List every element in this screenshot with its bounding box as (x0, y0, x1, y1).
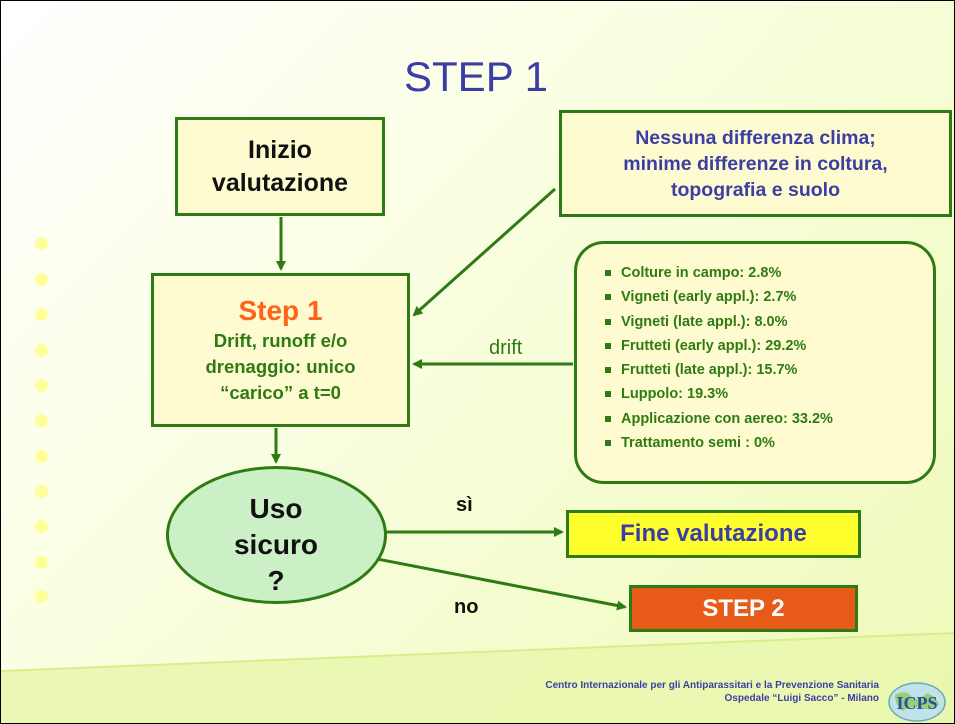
decorative-dot (35, 556, 48, 569)
drift-values-box: Colture in campo: 2.8% Vigneti (early ap… (574, 241, 936, 484)
decorative-dot (35, 273, 48, 286)
drift-value-item: Vigneti (late appl.): 8.0% (605, 310, 933, 334)
condition-line: minime differenze in coltura, (623, 152, 888, 175)
end-evaluation-box: Fine valutazione (566, 510, 861, 558)
condition-line: Nessuna differenza clima; (635, 126, 876, 149)
decorative-dot (35, 237, 48, 250)
start-box-line: valutazione (211, 168, 349, 197)
drift-value-item: Colture in campo: 2.8% (605, 261, 933, 285)
decision-label: Uso sicuro ? (196, 491, 356, 599)
decision-line: ? (267, 565, 285, 596)
decision-line: sicuro (233, 529, 319, 560)
drift-value-item: Frutteti (late appl.): 15.7% (605, 358, 933, 382)
condition-line: topografia e suolo (670, 178, 840, 201)
safe-use-decision (166, 466, 387, 604)
slide-title: STEP 1 (404, 53, 548, 100)
step1-line: drenaggio: unico (205, 356, 356, 377)
drift-value-item: Vigneti (early appl.): 2.7% (605, 285, 933, 309)
drift-value-item: Applicazione con aereo: 33.2% (605, 407, 933, 431)
start-box-line: Inizio (248, 135, 312, 164)
decorative-dot (35, 344, 48, 357)
decorative-dot (35, 379, 48, 392)
logo-text: ICPS (896, 693, 937, 713)
drift-value-item: Trattamento semi : 0% (605, 431, 933, 455)
step1-box: Step 1 Drift, runoff e/o drenaggio: unic… (151, 273, 410, 427)
drift-label: drift (489, 337, 523, 359)
decorative-dot (35, 414, 48, 427)
decision-line: Uso (249, 493, 303, 524)
decorative-dot (35, 485, 48, 498)
start-evaluation-box: Inizio valutazione (175, 117, 385, 216)
decorative-dot (35, 520, 48, 533)
condition-box: Nessuna differenza clima; minime differe… (559, 110, 952, 217)
step1-description: Drift, runoff e/o drenaggio: unico “cari… (205, 328, 355, 406)
drift-value-item: Luppolo: 19.3% (605, 382, 933, 406)
no-label: no (454, 596, 479, 618)
decorative-dot (35, 308, 48, 321)
step1-title: Step 1 (238, 295, 323, 326)
footer-line: Centro Internazionale per gli Antiparass… (545, 680, 879, 691)
step1-line: Drift, runoff e/o (213, 330, 348, 351)
step1-line: “carico” a t=0 (220, 382, 341, 403)
footer-line: Ospedale “Luigi Sacco” - Milano (724, 693, 879, 704)
drift-value-item: Frutteti (early appl.): 29.2% (605, 334, 933, 358)
decorative-dot (35, 590, 48, 603)
yes-label: sì (456, 494, 473, 516)
globe-logo-icon: ICPS (888, 682, 946, 722)
footer-institution: Centro Internazionale per gli Antiparass… (471, 679, 879, 705)
decorative-dot (35, 450, 48, 463)
step2-box: STEP 2 (629, 585, 858, 632)
